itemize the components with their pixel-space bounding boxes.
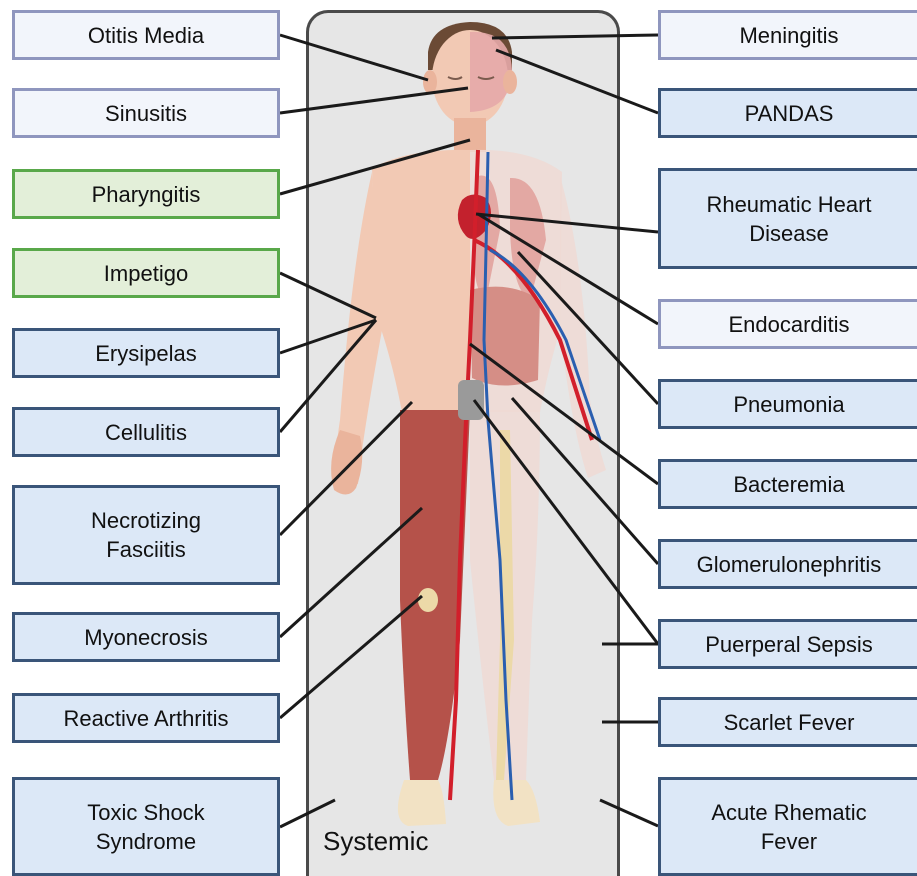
label-text-line: Rheumatic Heart bbox=[706, 190, 871, 219]
right-ear bbox=[503, 70, 517, 94]
leader-otitis-media bbox=[280, 35, 428, 80]
label-text-line: Pneumonia bbox=[733, 390, 844, 419]
label-pandas: PANDAS bbox=[658, 88, 917, 138]
label-text-line: Acute Rhematic bbox=[711, 798, 866, 827]
label-text-line: Puerperal Sepsis bbox=[705, 630, 873, 659]
label-text-line: Myonecrosis bbox=[84, 623, 207, 652]
label-impetigo: Impetigo bbox=[12, 248, 280, 298]
label-text-line: Bacteremia bbox=[733, 470, 844, 499]
label-meningitis: Meningitis bbox=[658, 10, 917, 60]
label-text-line: Reactive Arthritis bbox=[63, 704, 228, 733]
label-text-line: Sinusitis bbox=[105, 99, 187, 128]
label-cellulitis: Cellulitis bbox=[12, 407, 280, 457]
label-pneumonia: Pneumonia bbox=[658, 379, 917, 429]
label-text-line: Disease bbox=[706, 219, 871, 248]
label-text-line: Meningitis bbox=[739, 21, 838, 50]
label-text-line: Syndrome bbox=[87, 827, 204, 856]
right-foot bbox=[493, 780, 540, 826]
left-hand bbox=[331, 430, 362, 495]
label-pharyngitis: Pharyngitis bbox=[12, 169, 280, 219]
label-text-line: Fever bbox=[711, 827, 866, 856]
leader-pandas bbox=[496, 50, 658, 113]
left-foot bbox=[398, 780, 446, 826]
label-text-line: Scarlet Fever bbox=[724, 708, 855, 737]
label-text-line: Endocarditis bbox=[728, 310, 849, 339]
label-text-line: Necrotizing bbox=[91, 506, 201, 535]
torso-skin bbox=[372, 150, 470, 412]
leader-toxic-shock-syndrome bbox=[280, 800, 335, 827]
label-puerperal-sepsis: Puerperal Sepsis bbox=[658, 619, 917, 669]
label-myonecrosis: Myonecrosis bbox=[12, 612, 280, 662]
label-otitis-media: Otitis Media bbox=[12, 10, 280, 60]
systemic-label: Systemic bbox=[323, 826, 428, 857]
neck bbox=[454, 118, 486, 152]
label-endocarditis: Endocarditis bbox=[658, 299, 917, 349]
label-erysipelas: Erysipelas bbox=[12, 328, 280, 378]
label-text-line: Otitis Media bbox=[88, 21, 204, 50]
label-text-line: Impetigo bbox=[104, 259, 188, 288]
label-bacteremia: Bacteremia bbox=[658, 459, 917, 509]
label-text-line: Toxic Shock bbox=[87, 798, 204, 827]
label-reactive-arthritis: Reactive Arthritis bbox=[12, 693, 280, 743]
pelvis bbox=[458, 380, 484, 420]
leader-acute-rhematic-fever bbox=[600, 800, 658, 826]
leader-reactive-arthritis bbox=[280, 596, 422, 718]
left-knee bbox=[418, 588, 438, 612]
label-text-line: Glomerulonephritis bbox=[697, 550, 882, 579]
label-scarlet-fever: Scarlet Fever bbox=[658, 697, 917, 747]
label-text-line: Fasciitis bbox=[91, 535, 201, 564]
label-text-line: PANDAS bbox=[745, 99, 834, 128]
label-text-line: Cellulitis bbox=[105, 418, 187, 447]
label-text-line: Erysipelas bbox=[95, 339, 196, 368]
leader-meningitis bbox=[492, 35, 658, 38]
label-glomerulonephritis: Glomerulonephritis bbox=[658, 539, 917, 589]
label-text-line: Pharyngitis bbox=[92, 180, 201, 209]
label-sinusitis: Sinusitis bbox=[12, 88, 280, 138]
left-ear bbox=[423, 70, 437, 94]
